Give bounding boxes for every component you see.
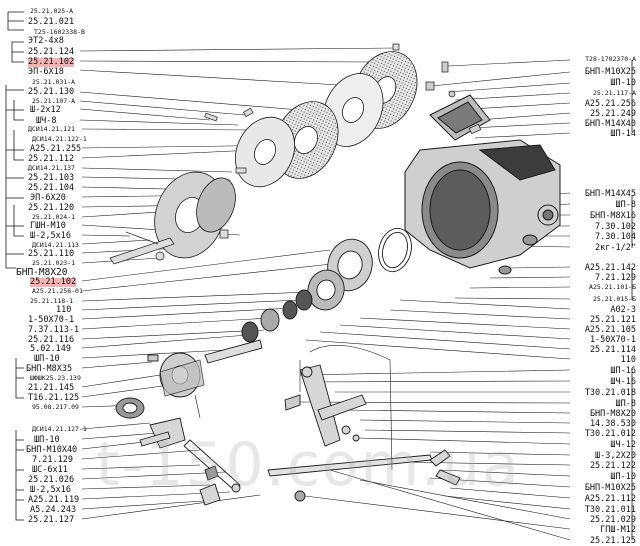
part-label-left-49[interactable]: А25.21.119 (28, 495, 80, 505)
part-label-right-36[interactable]: А25.21.112 (584, 494, 636, 504)
part-label-right-34[interactable]: ШП-10 (610, 472, 636, 482)
part-label-right-15[interactable]: 7.21.129 (595, 273, 636, 283)
part-label-right-22[interactable]: 25.21.114 (589, 345, 636, 355)
part-label-right-0[interactable]: Т28-1702370-А (585, 55, 636, 63)
part-label-right-11[interactable]: 7.30.102 (595, 222, 636, 232)
part-label-left-14[interactable]: А25.21.255 (30, 144, 82, 154)
part-label-left-50[interactable]: А5.24.243 (30, 505, 77, 515)
part-label-left-26[interactable]: 25.21.023-1 (32, 259, 76, 267)
part-label-left-18[interactable]: 25.21.104 (28, 183, 75, 193)
part-label-right-24[interactable]: ШП-16 (610, 366, 636, 376)
part-label-right-32[interactable]: Ш-3,2Х20 (595, 451, 636, 461)
part-label-right-3[interactable]: 25.21.117-А (592, 89, 636, 97)
part-label-left-3[interactable]: ЭТ2-4x8 (28, 36, 64, 46)
part-label-left-10[interactable]: Ш-2х12 (30, 105, 61, 115)
part-label-left-8[interactable]: 25.21.130 (28, 87, 75, 97)
part-label-right-12[interactable]: 7.30.104 (595, 232, 636, 242)
part-label-left-35[interactable]: 5.02.149 (30, 344, 71, 354)
part-label-left-5[interactable]: 25.21.102 (28, 57, 75, 67)
part-label-right-39[interactable]: ГПШ-М12 (600, 525, 636, 535)
part-label-left-0[interactable]: 25.21.025-А (30, 7, 74, 15)
part-label-left-4[interactable]: 25.21.124 (28, 47, 75, 57)
part-label-right-40[interactable]: 25.21.125 (589, 536, 636, 546)
part-label-right-10[interactable]: БНП-М8Х16 (589, 211, 636, 221)
part-label-right-16[interactable]: А25.21.101-Б (589, 283, 636, 291)
part-label-right-38[interactable]: 25.21.029 (589, 515, 636, 525)
part-label-left-19[interactable]: ЭП-6Х20 (30, 193, 66, 203)
part-label-left-43[interactable]: ШП-10 (34, 435, 60, 445)
part-label-right-17[interactable]: 25.21.015-Б (592, 295, 636, 303)
part-label-right-1[interactable]: БНП-М10Х25 (584, 67, 636, 77)
part-label-right-33[interactable]: 25.21.122 (589, 461, 636, 471)
part-label-left-23[interactable]: Ш-2,5х16 (30, 231, 71, 241)
part-label-left-48[interactable]: Ш-2,5х16 (30, 485, 71, 495)
part-label-left-21[interactable]: 25.21.024-1 (32, 213, 76, 221)
part-label-left-28[interactable]: 25.21.102 (30, 277, 77, 287)
part-label-right-26[interactable]: Т30.21.018 (584, 388, 636, 398)
part-label-left-11[interactable]: ШЧ-8 (36, 116, 57, 126)
part-label-left-34[interactable]: 25.21.116 (28, 335, 75, 345)
part-label-left-47[interactable]: 25.21.026 (28, 475, 75, 485)
part-label-left-25[interactable]: 25.21.110 (28, 249, 75, 259)
part-label-right-18[interactable]: А02-3 (610, 305, 636, 315)
part-label-left-17[interactable]: 25.21.103 (28, 173, 75, 183)
part-label-right-20[interactable]: А25.21.105 (584, 325, 636, 335)
part-label-left-42[interactable]: ДСИ14.21.127-1 (32, 425, 87, 433)
part-label-right-23[interactable]: 110 (620, 355, 636, 365)
part-label-left-9[interactable]: 25.21.107-А (32, 97, 76, 105)
part-label-left-1[interactable]: 25.21.021 (28, 17, 75, 27)
part-label-left-20[interactable]: 25.21.120 (28, 203, 75, 213)
part-label-left-6[interactable]: ЭП-6Х18 (28, 67, 64, 77)
part-label-left-51[interactable]: 25.21.127 (28, 515, 75, 525)
part-label-right-27[interactable]: ШП-8 (615, 399, 636, 409)
part-label-left-12[interactable]: ДСИ14.21.121 (28, 125, 75, 133)
part-label-left-2[interactable]: Т25-1602338-В (34, 28, 85, 36)
part-label-right-4[interactable]: А25.21.256 (584, 99, 636, 109)
part-label-left-44[interactable]: БНП-М10Х40 (26, 445, 78, 455)
part-label-right-19[interactable]: 25.21.121 (589, 315, 636, 325)
part-label-left-36[interactable]: ШП-10 (34, 354, 60, 364)
part-label-left-16[interactable]: ДСИ14.21.137 (28, 164, 75, 172)
part-label-right-29[interactable]: 14.38.530 (589, 419, 636, 429)
part-label-left-24[interactable]: ДСИ14.21.113 (32, 241, 79, 249)
part-label-right-2[interactable]: ШП-10 (610, 78, 636, 88)
part-label-right-25[interactable]: ШЧ-16 (610, 377, 636, 387)
part-label-left-39[interactable]: 21.21.145 (28, 383, 75, 393)
part-label-right-37[interactable]: Т30.21.011 (584, 505, 636, 515)
part-label-left-29[interactable]: А25.21.256-01 (32, 287, 83, 295)
part-label-left-32[interactable]: 1-50Х70-1 (28, 315, 75, 325)
part-label-left-15[interactable]: 25.21.112 (28, 154, 75, 164)
part-label-right-14[interactable]: А25.21.142 (584, 263, 636, 273)
part-label-right-35[interactable]: БНП-М10Х25 (584, 483, 636, 493)
part-label-left-40[interactable]: Т16.21.125 (28, 393, 80, 403)
part-label-left-41[interactable]: 95.08.217.09 (32, 403, 79, 411)
part-label-right-5[interactable]: 25.21.249 (589, 109, 636, 119)
part-label-left-27[interactable]: БНП-М8Х20 (16, 267, 68, 278)
part-label-right-21[interactable]: 1-50Х70-1 (589, 335, 636, 345)
part-label-right-7[interactable]: ШП-14 (610, 129, 636, 139)
part-label-left-46[interactable]: ШС-6х11 (32, 465, 68, 475)
part-label-left-13[interactable]: ДСИ14.21.122-1 (32, 135, 87, 143)
part-label-right-30[interactable]: Т30.21.012 (584, 429, 636, 439)
part-label-left-7[interactable]: 25.21.031-А (32, 78, 76, 86)
part-label-right-8[interactable]: БНП-М14Х45 (584, 189, 636, 199)
part-label-right-6[interactable]: БНП-М14Х40 (584, 119, 636, 129)
part-label-right-31[interactable]: ШЧ-12 (610, 440, 636, 450)
part-label-left-33[interactable]: 7.37.113-1 (28, 325, 80, 335)
part-label-left-45[interactable]: 7.21.129 (32, 455, 73, 465)
part-label-left-31[interactable]: 110 (56, 305, 72, 315)
part-label-left-22[interactable]: ГШН-М10 (30, 221, 66, 231)
part-label-left-30[interactable]: 25.21.118-1 (30, 297, 74, 305)
part-label-right-13[interactable]: 2кг-1/2" (595, 243, 636, 253)
part-label-left-38[interactable]: ШФШК25.23.139 (30, 374, 81, 382)
part-label-right-9[interactable]: ШП-8 (615, 200, 636, 210)
part-label-left-37[interactable]: БНП-М8Х35 (26, 364, 73, 374)
part-label-right-28[interactable]: БНП-М8Х20 (589, 409, 636, 419)
